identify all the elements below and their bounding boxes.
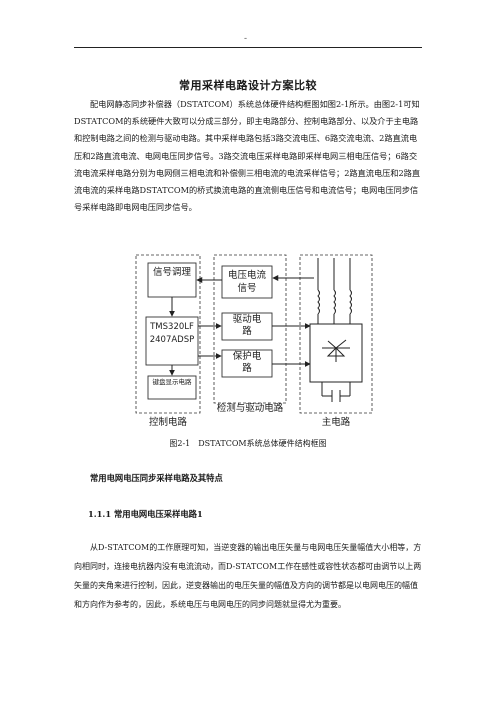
keyboard-display-label: 键盘显示电路 [152, 378, 192, 386]
body-paragraph: 从D-STATCOM的工作原理可知，当逆变器的输出电压矢量与电网电压矢量幅值大小… [74, 543, 422, 609]
control-group-label: 控制电路 [148, 417, 187, 428]
main-group-label: 主电路 [321, 417, 351, 428]
three-phase-lines [317, 258, 352, 324]
header-mark: - [244, 34, 248, 44]
document-title: 常用采样电路设计方案比较 [179, 79, 317, 92]
protection-label: 保护电路 [232, 351, 262, 374]
drive-label: 驱动电路 [232, 314, 262, 337]
subsection-heading: 1.1.1 常用电网电压采样电路1 [88, 509, 203, 519]
dsp-label: TMS320LF2407ADSP [149, 322, 195, 345]
figure-caption: 图2-1 DSTATCOM系统总体硬件结构框图 [169, 439, 327, 448]
header-rule [74, 47, 422, 48]
intro-paragraph: 配电网静态同步补偿器（DSTATCOM）系统总体硬件结构框图如图2-1所示。由图… [74, 99, 421, 213]
dc-capacitor [321, 382, 351, 402]
section-heading: 常用电网电压同步采样电路及其特点 [90, 473, 223, 483]
voltage-current-label: 电压电流信号 [227, 270, 266, 294]
inverter-box [309, 323, 363, 383]
inverter-symbol [322, 339, 350, 362]
signal-conditioning-label: 信号调理 [152, 267, 191, 278]
detect-group-label: 检测与驱动电路 [216, 403, 284, 414]
main-group-frame [299, 254, 373, 414]
